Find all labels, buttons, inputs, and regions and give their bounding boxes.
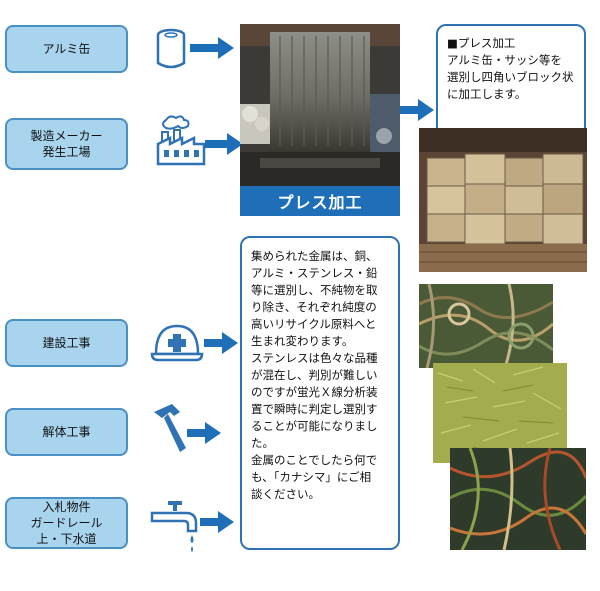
- source-box-demolition: 解体工事: [5, 408, 128, 456]
- sorting-description-box: 集められた金属は、銅、 アルミ・ステンレス・鉛 等に選別し、不純物を取 り除き、…: [240, 236, 400, 550]
- faucet-icon: [150, 501, 198, 552]
- scrap-cable-photo: [450, 448, 586, 550]
- sorting-description-line: も、「カナシマ」にご相: [251, 470, 372, 484]
- source-label: アルミ缶: [42, 42, 91, 56]
- sorting-description-line: 談ください。: [251, 487, 320, 501]
- hard-hat-icon: [150, 324, 204, 362]
- source-box-manufacturers: 製造メーカー 発生工場: [5, 118, 128, 170]
- sorting-description-line: アルミ・ステンレス・鉛: [251, 266, 378, 280]
- source-label: ガードレール: [30, 516, 103, 530]
- sorting-description-line: のですが蛍光Ｘ線分析装: [251, 385, 378, 399]
- arrow-right-icon: [204, 332, 238, 354]
- can-icon: [156, 28, 186, 69]
- sorting-description-line: ることが可能になりまし: [251, 419, 378, 433]
- sorting-description-line: り除き、それぞれ純度の: [251, 300, 377, 314]
- arrow-right-icon: [200, 511, 234, 533]
- source-box-construction: 建設工事: [5, 319, 128, 367]
- press-description-line: アルミ缶・サッシ等を: [447, 53, 562, 67]
- source-label: 建設工事: [42, 336, 91, 350]
- sorting-description-line: 金属のことでしたら何で: [251, 453, 378, 467]
- scrap-wire-photo: [419, 284, 553, 368]
- source-label: 製造メーカー: [30, 129, 103, 143]
- source-box-tender-items: 入札物件 ガードレール 上・下水道: [5, 497, 128, 549]
- source-box-aluminum-cans: アルミ缶: [5, 25, 128, 73]
- press-machine-photo: [240, 24, 400, 186]
- arrow-right-icon: [400, 99, 434, 121]
- sorting-description-line: 集められた金属は、銅、: [251, 249, 378, 263]
- source-label: 解体工事: [42, 425, 91, 439]
- pressed-blocks-photo: [419, 128, 587, 272]
- press-description-line: ■プレス加工: [447, 36, 516, 50]
- sorting-description-line: 生まれ変わります。: [251, 334, 354, 348]
- factory-icon: [156, 115, 206, 166]
- sorting-description-line: 置で瞬時に判定し選別す: [251, 402, 378, 416]
- press-description-line: に加工します。: [447, 87, 527, 101]
- source-label: 発生工場: [42, 145, 91, 159]
- arrow-right-icon: [190, 37, 234, 59]
- press-description-line: 選別し四角いブロック状: [447, 70, 574, 84]
- hammer-icon: [154, 404, 186, 452]
- press-process-label: プレス加工: [240, 186, 400, 216]
- source-label: 入札物件: [42, 500, 91, 514]
- sorting-description-line: た。: [251, 436, 274, 450]
- scrap-shavings-photo: [433, 363, 567, 463]
- arrow-right-icon: [187, 422, 221, 444]
- sorting-description-line: が混在し、判別が難しい: [251, 368, 378, 382]
- source-label: 上・下水道: [36, 532, 97, 546]
- sorting-description-line: 高いリサイクル原料へと: [251, 317, 377, 331]
- arrow-right-icon: [205, 133, 243, 155]
- sorting-description-line: 等に選別し、不純物を取: [251, 283, 378, 297]
- sorting-description-line: ステンレスは色々な品種: [251, 351, 378, 365]
